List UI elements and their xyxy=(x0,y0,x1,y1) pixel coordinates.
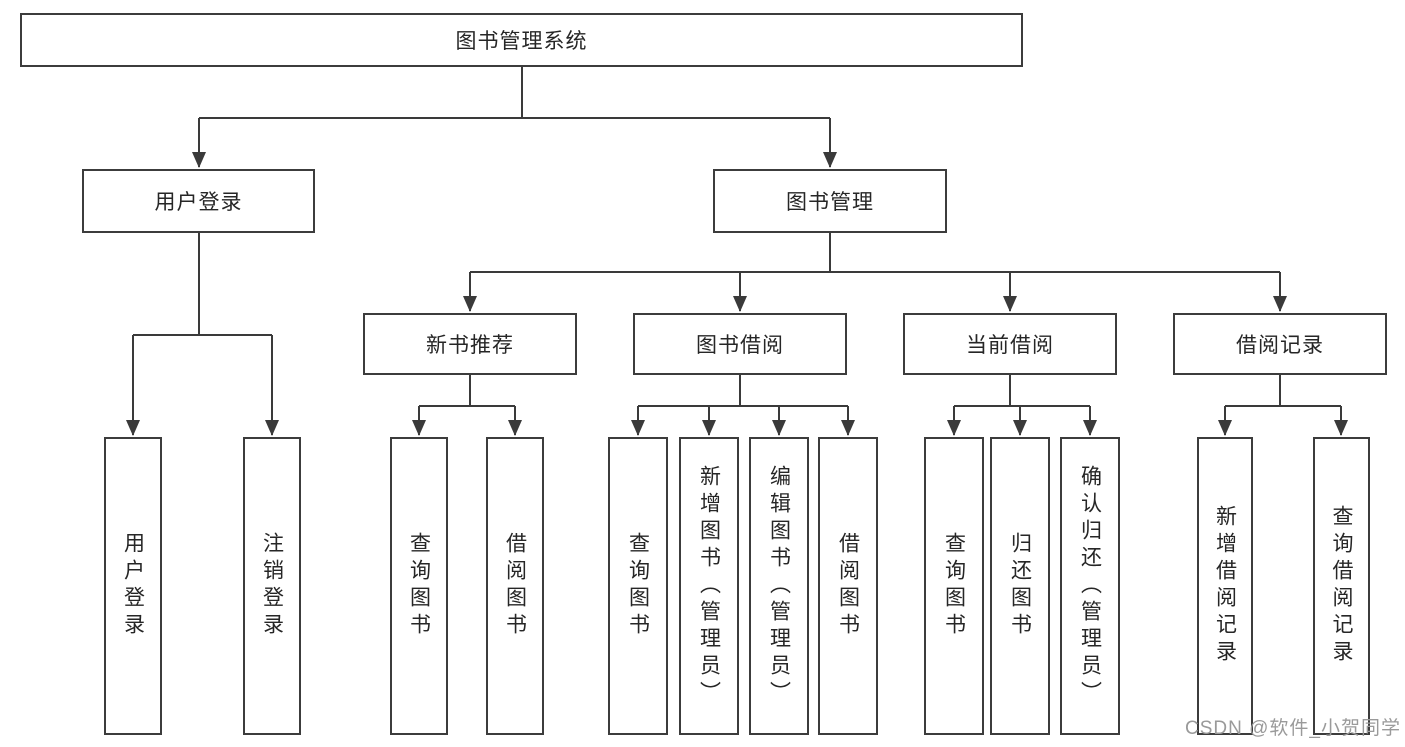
node-borrow-record-label: 借阅记录 xyxy=(1236,334,1324,357)
node-leaf-add-book-admin-label: 新增图书（管理员） xyxy=(697,464,721,708)
node-current-borrow: 当前借阅 xyxy=(903,313,1117,375)
node-user-login: 用户登录 xyxy=(82,169,315,233)
node-leaf-query-book-rec-label: 查询图书 xyxy=(407,532,431,640)
node-leaf-edit-book-admin: 编辑图书（管理员） xyxy=(749,437,809,735)
connector-current-borrow-trunk xyxy=(954,375,1090,407)
node-leaf-edit-book-admin-label: 编辑图书（管理员） xyxy=(767,464,791,708)
node-book-management: 图书管理 xyxy=(713,169,947,233)
connector-user-login-trunk xyxy=(133,233,272,336)
node-leaf-query-borrow-record-label: 查询借阅记录 xyxy=(1330,505,1353,667)
connector-new-book-trunk xyxy=(419,375,515,407)
node-leaf-user-login: 用户登录 xyxy=(104,437,162,735)
node-book-borrow: 图书借阅 xyxy=(633,313,847,375)
connector-borrow-record-trunk xyxy=(1225,375,1341,407)
node-leaf-query-book-rec: 查询图书 xyxy=(390,437,448,735)
node-leaf-borrow-book: 借阅图书 xyxy=(818,437,878,735)
node-new-book-recommend: 新书推荐 xyxy=(363,313,577,375)
node-user-login-label: 用户登录 xyxy=(154,191,243,214)
connector-book-borrow-trunk xyxy=(638,375,848,407)
node-new-book-recommend-label: 新书推荐 xyxy=(426,334,514,357)
node-root-label: 图书管理系统 xyxy=(455,30,588,53)
csdn-watermark: CSDN @软件_小贺同学 xyxy=(1185,718,1401,739)
node-borrow-record: 借阅记录 xyxy=(1173,313,1387,375)
node-leaf-return-book: 归还图书 xyxy=(990,437,1050,735)
node-current-borrow-label: 当前借阅 xyxy=(966,334,1054,357)
node-leaf-logout-label: 注销登录 xyxy=(260,532,284,640)
node-leaf-return-book-label: 归还图书 xyxy=(1008,532,1032,640)
node-leaf-query-book-current: 查询图书 xyxy=(924,437,984,735)
node-leaf-logout: 注销登录 xyxy=(243,437,301,735)
node-leaf-borrow-book-rec: 借阅图书 xyxy=(486,437,544,735)
node-root: 图书管理系统 xyxy=(20,13,1023,67)
node-leaf-query-book-current-label: 查询图书 xyxy=(942,532,966,640)
connector-root-trunk xyxy=(199,67,830,119)
node-leaf-confirm-return-admin-label: 确认归还（管理员） xyxy=(1078,464,1102,708)
connector-book-management-trunk xyxy=(470,233,1280,273)
node-leaf-confirm-return-admin: 确认归还（管理员） xyxy=(1060,437,1120,735)
node-leaf-borrow-book-rec-label: 借阅图书 xyxy=(503,532,527,640)
node-leaf-user-login-label: 用户登录 xyxy=(121,532,145,640)
node-book-management-label: 图书管理 xyxy=(786,191,874,214)
node-leaf-query-book-borrow-label: 查询图书 xyxy=(626,532,650,640)
node-leaf-add-borrow-record: 新增借阅记录 xyxy=(1197,437,1253,735)
node-leaf-query-book-borrow: 查询图书 xyxy=(608,437,668,735)
node-leaf-borrow-book-label: 借阅图书 xyxy=(836,532,860,640)
node-book-borrow-label: 图书借阅 xyxy=(696,334,784,357)
node-leaf-add-book-admin: 新增图书（管理员） xyxy=(679,437,739,735)
node-leaf-add-borrow-record-label: 新增借阅记录 xyxy=(1213,505,1237,667)
node-leaf-query-borrow-record: 查询借阅记录 xyxy=(1313,437,1370,735)
